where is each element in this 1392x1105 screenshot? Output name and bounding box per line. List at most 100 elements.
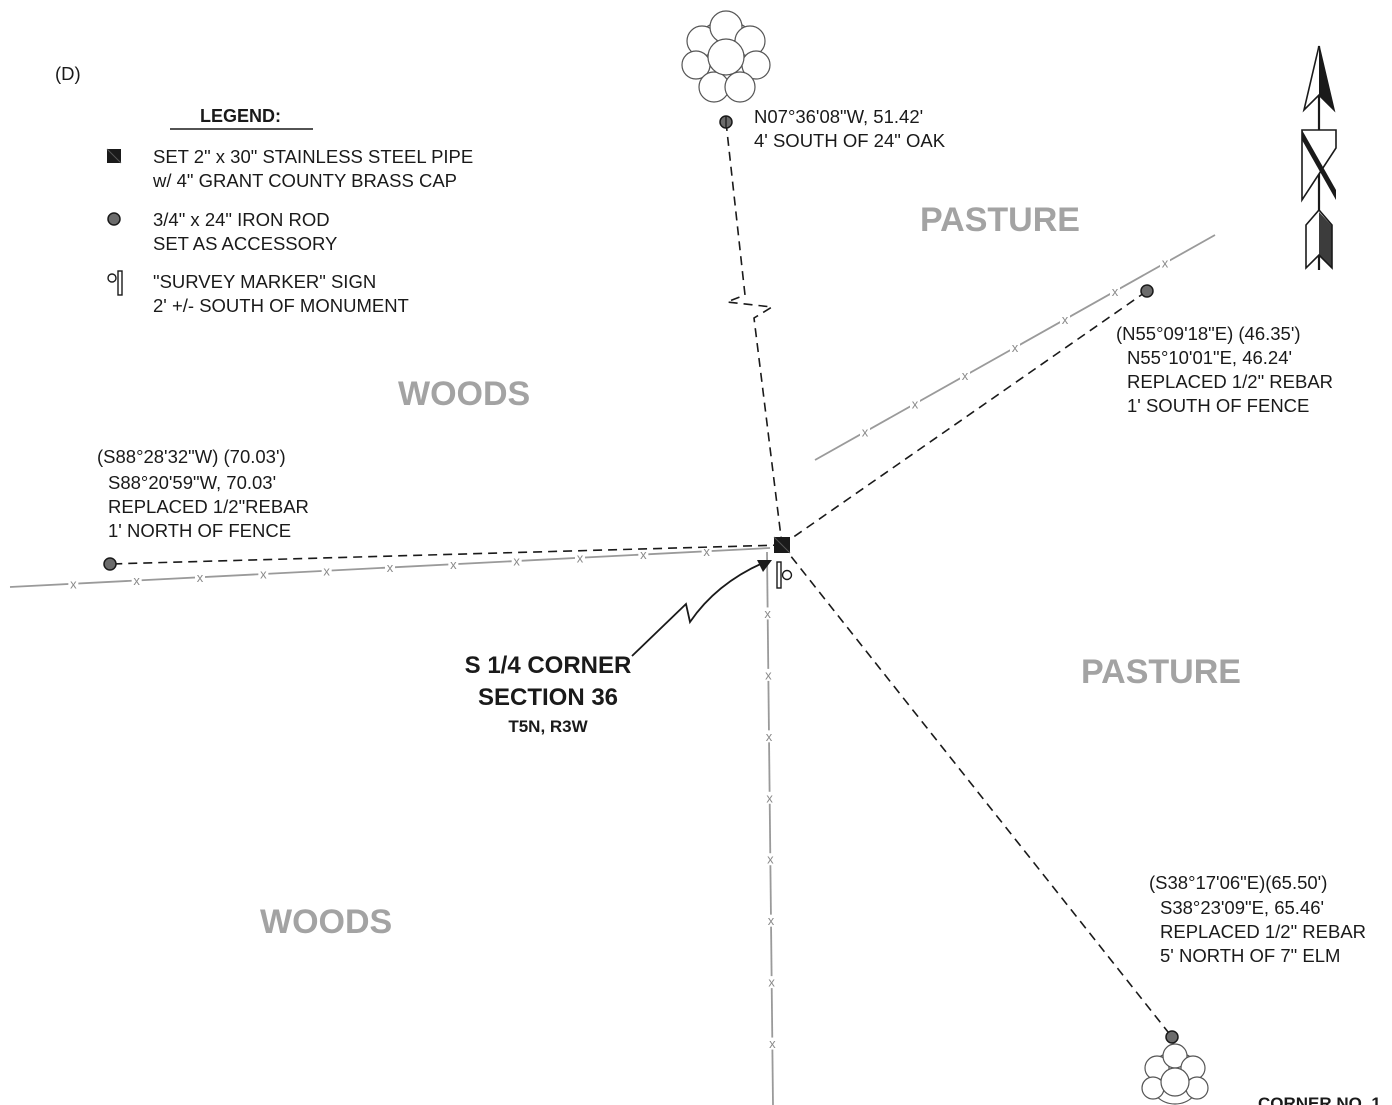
corner-township: T5N, R3W <box>508 717 588 736</box>
legend-item-pipe-line2: w/ 4" GRANT COUNTY BRASS CAP <box>152 170 457 191</box>
survey-sign-icon <box>776 561 793 589</box>
fence-mark-bg <box>1160 257 1170 270</box>
fence-mark-bg <box>766 914 776 927</box>
iron-rod-icon <box>107 212 121 226</box>
fence-mark-bg <box>385 561 395 574</box>
fence-mark: x <box>197 570 204 585</box>
tie-note-west-line3: REPLACED 1/2"REBAR <box>108 496 309 517</box>
tie-note-northeast-line3: REPLACED 1/2" REBAR <box>1127 371 1333 392</box>
tie-line-north <box>725 121 783 546</box>
fence-mark: x <box>513 554 520 569</box>
fence-mark: x <box>133 573 140 588</box>
tree-icon <box>681 10 771 103</box>
fence-mark-bg <box>763 668 774 681</box>
fence-mark-bg <box>1060 313 1070 326</box>
fence-mark: x <box>1112 284 1119 299</box>
monument-pipe-diagonal <box>773 536 791 554</box>
fence-mark-bg <box>960 369 970 382</box>
corner-leader-arrow <box>631 560 772 657</box>
fence-mark: x <box>70 576 77 591</box>
fence-mark-bg <box>860 425 870 438</box>
legend-heading: LEGEND: <box>200 106 281 126</box>
corner-number-label: CORNER NO. 1 <box>1258 1094 1381 1105</box>
fence-mark-bg <box>575 551 585 564</box>
legend-item-pipe-line1: SET 2" x 30" STAINLESS STEEL PIPE <box>153 146 473 167</box>
fence-mark: x <box>764 606 771 621</box>
fence-south <box>766 551 774 1105</box>
sheet-label: (D) <box>55 63 81 84</box>
fence-mark: x <box>768 975 775 990</box>
fence-mark-bg <box>701 545 712 558</box>
fence-mark-bg <box>321 564 332 577</box>
tie-line-northeast <box>781 290 1148 546</box>
legend-item-pipe: SET 2" x 30" STAINLESS STEEL PIPE w/ 4" … <box>106 146 473 191</box>
fence-mark: x <box>766 790 773 805</box>
fence-mark: x <box>640 547 647 562</box>
fence-mark-bg <box>764 791 775 804</box>
north-arrow-icon <box>1301 45 1337 270</box>
fence-mark-bg <box>638 548 649 561</box>
fence-mark: x <box>1012 340 1019 355</box>
tie-note-west-line1: (S88°28'32"W) (70.03') <box>97 446 286 467</box>
fence-mark: x <box>577 550 584 565</box>
fence-mark-bg <box>767 1037 778 1050</box>
fence-mark-bg <box>766 976 777 989</box>
legend-item-rod: 3/4" x 24" IRON ROD SET AS ACCESSORY <box>107 209 337 254</box>
tie-note-northeast-line4: 1' SOUTH OF FENCE <box>1127 395 1309 416</box>
legend: LEGEND: SET 2" x 30" STAINLESS STEEL PIP… <box>106 106 473 316</box>
tie-note-north-line1: N07°36'08"W, 51.42' <box>754 106 923 127</box>
survey-sign-icon <box>107 270 123 296</box>
pipe-icon-diagonal <box>106 148 122 164</box>
fence-mark: x <box>769 1036 776 1051</box>
tie-note-west: (S88°28'32"W) (70.03') S88°20'59"W, 70.0… <box>97 446 309 541</box>
fence-mark: x <box>260 567 267 582</box>
tie-note-west-line2: S88°20'59"W, 70.03' <box>108 472 276 493</box>
tie-note-southeast-line2: S38°23'09"E, 65.46' <box>1160 897 1324 918</box>
fence-mark: x <box>767 852 774 867</box>
tie-note-southeast-line4: 5' NORTH OF 7" ELM <box>1160 945 1340 966</box>
legend-item-sign-line1: "SURVEY MARKER" SIGN <box>153 271 376 292</box>
fence-mark: x <box>765 667 772 682</box>
fence-mark: x <box>962 368 969 383</box>
fence-mark: x <box>703 544 710 559</box>
fence-mark-bg <box>195 571 205 584</box>
tie-note-southeast: (S38°17'06"E)(65.50') S38°23'09"E, 65.46… <box>1149 872 1366 966</box>
corner-section: SECTION 36 <box>478 684 618 711</box>
iron-rod-west <box>103 557 117 571</box>
tie-note-north-line2: 4' SOUTH OF 24" OAK <box>754 130 946 151</box>
tie-note-northeast-line2: N55°10'01"E, 46.24' <box>1127 347 1292 368</box>
area-woods-north: WOODS <box>398 375 530 413</box>
legend-item-sign-line2: 2' +/- SOUTH OF MONUMENT <box>153 295 409 316</box>
iron-rod-northeast <box>1140 284 1154 298</box>
tie-note-north: N07°36'08"W, 51.42' 4' SOUTH OF 24" OAK <box>754 106 946 151</box>
fence-mark-bg <box>258 568 269 580</box>
legend-item-rod-line1: 3/4" x 24" IRON ROD <box>153 209 330 230</box>
area-pasture-north: PASTURE <box>920 201 1080 239</box>
tie-line-southeast <box>781 544 1173 1038</box>
fence-mark-bg <box>448 558 459 571</box>
fence-mark: x <box>912 396 919 411</box>
fence-mark-bg <box>765 853 776 866</box>
fence-mark: x <box>1162 256 1169 271</box>
fence-mark-bg <box>1110 285 1120 298</box>
iron-rod-southeast <box>1165 1030 1179 1044</box>
fence-mark: x <box>768 913 775 928</box>
tie-note-northeast-line1: (N55°09'18"E) (46.35') <box>1116 323 1301 344</box>
tie-note-west-line4: 1' NORTH OF FENCE <box>108 520 291 541</box>
fence-mark-bg <box>68 577 79 590</box>
fence-mark-bg <box>131 574 142 587</box>
tie-line-west <box>109 544 783 565</box>
fence-mark-bg <box>1010 341 1020 354</box>
legend-item-rod-line2: SET AS ACCESSORY <box>153 233 337 254</box>
tie-note-southeast-line1: (S38°17'06"E)(65.50') <box>1149 872 1327 893</box>
fence-mark: x <box>862 424 869 439</box>
corner-title: S 1/4 CORNER <box>465 652 632 679</box>
tie-note-southeast-line3: REPLACED 1/2" REBAR <box>1160 921 1366 942</box>
fence-mark: x <box>450 557 457 572</box>
legend-item-sign: "SURVEY MARKER" SIGN 2' +/- SOUTH OF MON… <box>107 270 409 316</box>
area-pasture-south: PASTURE <box>1081 653 1241 691</box>
fence-mark-bg <box>764 730 774 743</box>
fence-mark: x <box>766 729 773 744</box>
